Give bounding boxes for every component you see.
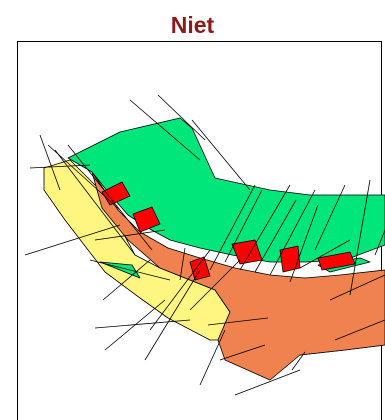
red-segment-1 — [101, 181, 131, 206]
diagram-title: Niet — [170, 12, 215, 38]
red-segment-2 — [132, 206, 161, 233]
red-segment-3 — [189, 256, 211, 281]
transect-lines — [24, 94, 385, 396]
